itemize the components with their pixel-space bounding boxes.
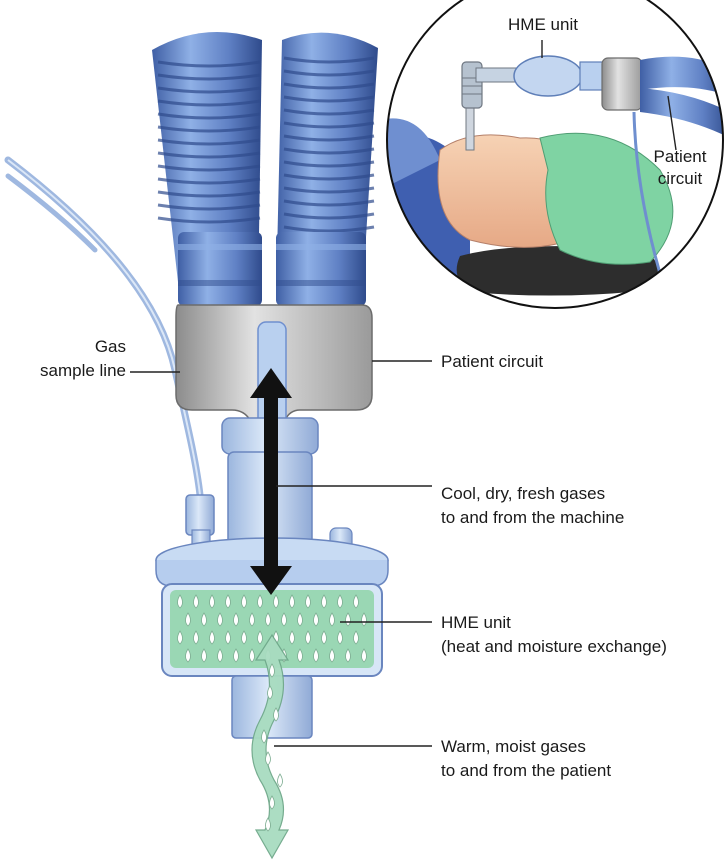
inset-hme-unit [514, 56, 582, 96]
right-corrugated-tube [276, 33, 378, 306]
left-corrugated-tube [152, 32, 262, 306]
sample-port [186, 495, 214, 535]
label-hme-line1: HME unit [441, 612, 511, 633]
label-patient-circuit: Patient circuit [441, 351, 543, 372]
label-hme-line2: (heat and moisture exchange) [441, 636, 667, 657]
label-inset-patient: Patient [640, 146, 720, 167]
label-gas-line2: sample line [10, 360, 126, 381]
label-warm-gases-line2: to and from the patient [441, 760, 611, 781]
label-cool-gases-line2: to and from the machine [441, 507, 624, 528]
label-warm-gases-line1: Warm, moist gases [441, 736, 586, 757]
label-cool-gases-line1: Cool, dry, fresh gases [441, 483, 605, 504]
label-inset-hme-unit: HME unit [488, 14, 598, 35]
label-inset-circuit: circuit [640, 168, 720, 189]
label-gas-line1: Gas [20, 336, 126, 357]
